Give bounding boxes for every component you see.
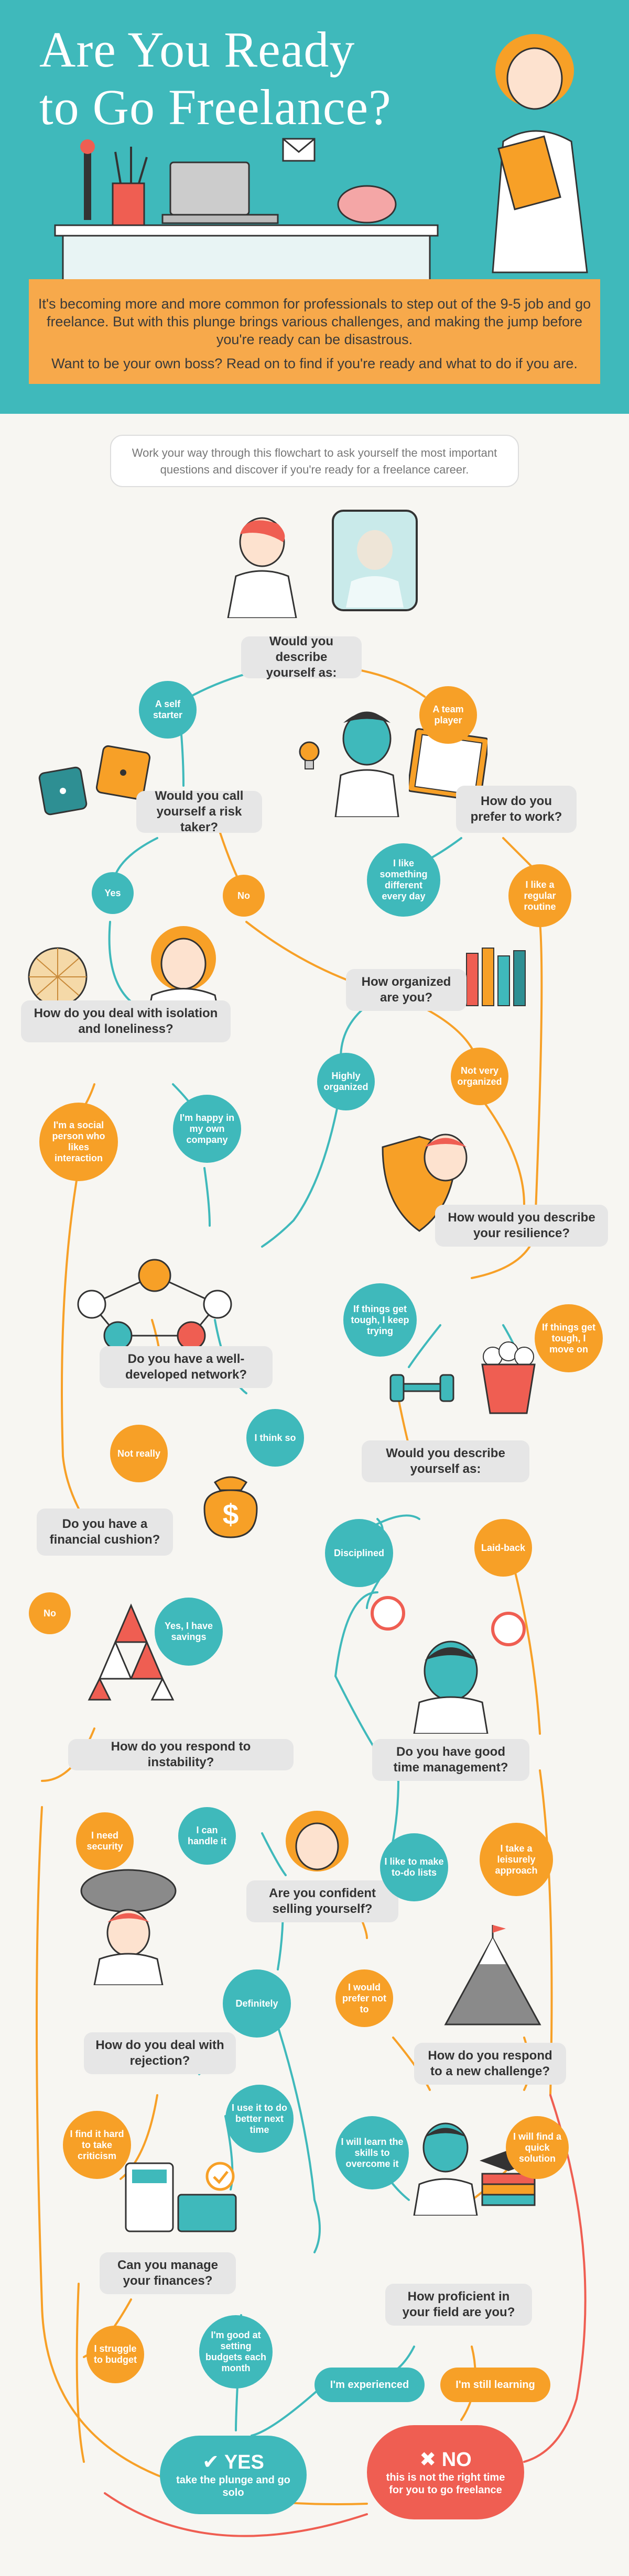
answer-still-learning: I'm still learning <box>440 2368 550 2402</box>
answer-think-so: I think so <box>246 1409 304 1467</box>
dice-icon <box>38 745 151 816</box>
calculator-icon <box>125 2162 237 2232</box>
answer-use-it: I use it to do better next time <box>225 2085 294 2153</box>
team-player-illustration <box>334 711 399 817</box>
outcome-no-title: NO <box>441 2449 472 2471</box>
answer-move-on: If things get tough, I move on <box>535 1304 603 1372</box>
answer-not-really: Not really <box>110 1425 168 1482</box>
card-house-icon <box>88 1603 175 1701</box>
answer-hard-criticism: I find it hard to take criticism <box>63 2111 131 2179</box>
outcome-yes: ✔ YES take the plunge and go solo <box>160 2436 307 2514</box>
page-title: Are You Ready to Go Freelance? <box>39 21 392 136</box>
popcorn-icon <box>481 1341 536 1414</box>
question-organized: How organized are you? <box>346 969 467 1011</box>
dumbbell-icon <box>389 1374 454 1402</box>
title-line-2: to Go Freelance? <box>39 79 392 135</box>
answer-quick-solution: I will find a quick solution <box>506 2116 569 2179</box>
question-finances: Can you manage your finances? <box>100 2252 236 2294</box>
outcome-yes-title: YES <box>224 2451 264 2473</box>
answer-prefer-not: I would prefer not to <box>335 1969 393 2027</box>
intro-box: It's becoming more and more common for p… <box>29 279 600 384</box>
question-isolation: How do you deal with isolation and lonel… <box>21 1000 231 1042</box>
rejection-illustration <box>80 1869 177 1985</box>
answer-yes: Yes <box>92 872 134 914</box>
answer-learn-skills: I will learn the skills to overcome it <box>335 2116 409 2189</box>
answer-regular-routine: I like a regular routine <box>508 864 571 927</box>
answer-disciplined: Disciplined <box>325 1519 393 1587</box>
clock-icon <box>371 1596 526 1734</box>
answer-happy-own-company: I'm happy in my own company <box>173 1095 241 1163</box>
money-bag-icon: $ <box>203 1476 258 1538</box>
answer-struggle-budget: I struggle to budget <box>86 2326 144 2383</box>
answer-no-cushion: No <box>29 1592 71 1634</box>
intro-paragraph-1: It's becoming more and more common for p… <box>38 296 591 347</box>
question-resilience: How would you describe your resilience? <box>435 1205 608 1247</box>
guide-text: Work your way through this flowchart to … <box>110 435 519 487</box>
svg-text:$: $ <box>223 1498 239 1531</box>
desk-illustration <box>54 138 439 284</box>
hero-banner: Are You Ready to Go Freelance? It's beco… <box>0 0 629 414</box>
question-risk: Would you call yourself a risk taker? <box>136 789 262 834</box>
outcome-no: ✖ NO this is not the right time for you … <box>367 2425 524 2519</box>
question-proficient: How proficient in your field are you? <box>385 2284 532 2326</box>
answer-no: No <box>223 875 265 917</box>
cactus-icon <box>28 947 88 1007</box>
answer-not-very-organized: Not very organized <box>451 1048 508 1105</box>
title-line-1: Are You Ready <box>39 21 355 78</box>
answer-need-security: I need security <box>76 1812 134 1870</box>
answer-yes-savings: Yes, I have savings <box>155 1598 223 1666</box>
answer-good-budget: I'm good at setting budgets each month <box>199 2315 273 2388</box>
answer-can-handle: I can handle it <box>178 1807 236 1865</box>
intro-paragraph-2: Want to be your own boss? Read on to fin… <box>51 356 578 371</box>
answer-definitely: Definitely <box>223 1969 291 2038</box>
answer-laid-back: Laid-back <box>474 1519 532 1577</box>
outcome-yes-text: take the plunge and go solo <box>176 2474 290 2498</box>
network-icon <box>77 1259 232 1350</box>
mountain-icon <box>444 1925 541 2025</box>
question-describe-2: Would you describe yourself as: <box>362 1440 529 1482</box>
question-describe: Would you describe yourself as: <box>241 634 362 680</box>
pencils-icon <box>466 948 526 1006</box>
answer-social-person: I'm a social person who likes interactio… <box>39 1103 118 1181</box>
graduation-icon <box>413 2122 537 2216</box>
question-time: Do you have good time management? <box>372 1739 529 1781</box>
question-selling: Are you confident selling yourself? <box>246 1880 398 1922</box>
book-icon <box>409 728 487 801</box>
answer-todo-lists: I like to make to-do lists <box>380 1833 448 1901</box>
answer-experienced: I'm experienced <box>314 2368 425 2402</box>
question-cushion: Do you have a financial cushion? <box>37 1509 173 1556</box>
cross-icon: ✖ <box>419 2449 437 2471</box>
answer-highly-organized: Highly organized <box>317 1053 375 1110</box>
mirror-icon <box>332 510 418 611</box>
outcome-no-text: this is not the right time for you to go… <box>386 2472 505 2496</box>
answer-team-player: A team player <box>419 686 477 744</box>
check-icon: ✔ <box>202 2451 219 2473</box>
question-instability: How do you respond to instability? <box>68 1739 294 1770</box>
person-icon <box>227 517 297 618</box>
woman-illustration <box>492 34 588 273</box>
question-network: Do you have a well-developed network? <box>100 1346 273 1388</box>
question-challenge: How do you respond to a new challenge? <box>414 2043 566 2085</box>
answer-keep-trying: If things get tough, I keep trying <box>343 1283 417 1357</box>
confident-woman-illustration <box>286 1811 349 1872</box>
question-prefer: How do you prefer to work? <box>456 786 577 833</box>
question-rejection: How do you deal with rejection? <box>84 2032 236 2074</box>
answer-leisurely: I take a leisurely approach <box>480 1823 553 1896</box>
answer-something-different: I like something different every day <box>367 843 440 917</box>
lightbulb-icon <box>299 741 320 769</box>
answer-self-starter: A self starter <box>139 681 197 739</box>
